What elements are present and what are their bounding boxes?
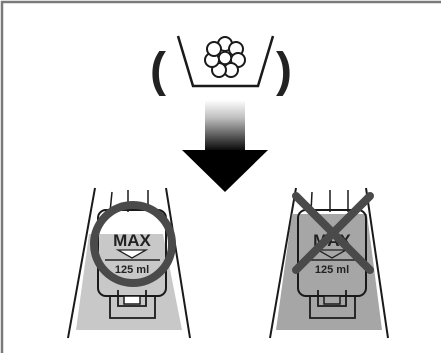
compartment-outline — [176, 35, 275, 88]
incorrect-example: MAX 125 ml — [269, 187, 389, 339]
volume-label: 125 ml — [115, 264, 149, 276]
correct-example: MAX 125 ml — [67, 187, 191, 339]
close-paren: ) — [276, 44, 292, 97]
softener-symbol: ( ) — [150, 35, 292, 97]
max-label: MAX — [113, 231, 151, 250]
fabric-softener-flower-icon — [204, 36, 246, 78]
cup-right-wall — [365, 187, 389, 339]
cup-left-wall — [269, 187, 297, 339]
open-paren: ( — [150, 44, 166, 97]
down-arrow-icon — [182, 100, 268, 192]
volume-label: 125 ml — [315, 264, 349, 276]
cup-left-wall — [67, 187, 96, 339]
cup-right-wall — [165, 187, 191, 339]
circle-ok-icon — [90, 201, 176, 287]
cross-wrong-icon — [292, 192, 374, 274]
